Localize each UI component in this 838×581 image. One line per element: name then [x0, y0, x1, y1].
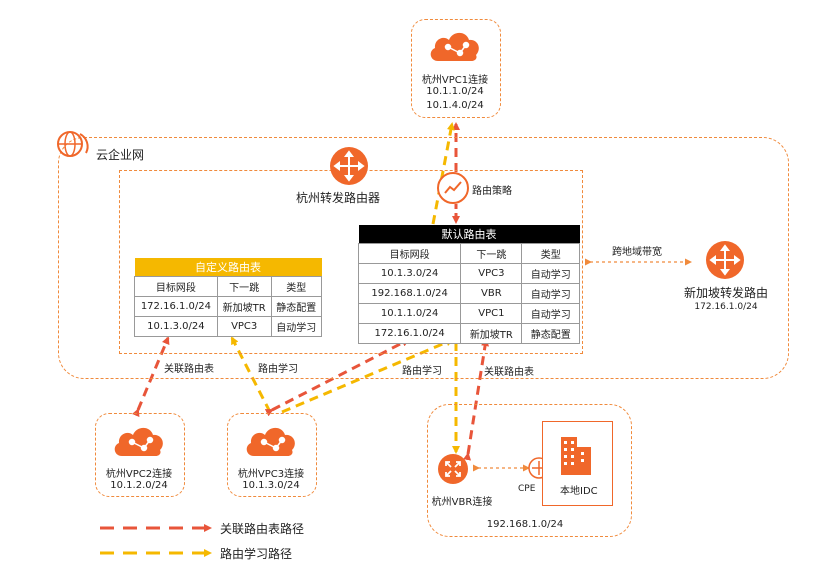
table-cell: 172.16.1.0/24	[357, 323, 462, 344]
learn-path-vpc1	[431, 122, 455, 225]
sg-tr-router-icon	[705, 240, 745, 284]
vpc1-name: 杭州VPC1连接	[421, 75, 489, 86]
vpc3-box	[227, 413, 317, 497]
table-cell: 自动学习	[521, 263, 580, 284]
legend-learn-label: 路由学习路径	[220, 547, 293, 561]
vpc3-cloud-icon	[242, 420, 300, 464]
default-route-table: 默认路由表 目标网段 下一跳 类型 10.1.3.0/24 VPC3 自动学习 …	[357, 225, 580, 344]
sg-tr-label: 新加坡转发路由	[683, 286, 769, 300]
table-row: 10.1.3.0/24 VPC3 自动学习	[134, 316, 323, 337]
table-row: 172.16.1.0/24 新加坡TR 静态配置	[357, 323, 580, 344]
cen-icon	[56, 129, 90, 163]
default-table-title: 默认路由表	[441, 228, 497, 241]
assoc-label-right: 关联路由表	[484, 367, 534, 378]
vbr-region	[427, 404, 632, 537]
cen-label: 云企业网	[96, 148, 145, 162]
vpc1-cloud-icon	[426, 25, 484, 69]
table-cell: 10.1.1.0/24	[357, 303, 462, 324]
default-header-next: 下一跳	[460, 243, 523, 264]
default-header-dest: 目标网段	[357, 243, 462, 264]
table-cell: 自动学习	[521, 303, 580, 324]
table-cell: 10.1.3.0/24	[134, 316, 218, 337]
table-cell: 静态配置	[270, 296, 323, 317]
building-icon	[557, 431, 593, 479]
learn-label-left: 路由学习	[258, 364, 298, 375]
learn-path-vpc3-default	[281, 338, 454, 414]
table-row: 172.16.1.0/24 新加坡TR 静态配置	[134, 296, 323, 317]
vpc2-cloud-icon	[110, 420, 168, 464]
table-cell: 自动学习	[270, 316, 323, 337]
table-cell: VPC3	[216, 316, 272, 337]
assoc-path-vpc2	[132, 336, 170, 418]
assoc-label-left: 关联路由表	[164, 364, 214, 375]
custom-header-type: 类型	[270, 276, 323, 297]
vbr-icon	[437, 453, 469, 489]
table-cell: VPC3	[460, 263, 523, 284]
table-cell: 172.16.1.0/24	[134, 296, 218, 317]
table-cell: 自动学习	[521, 283, 580, 304]
idc-label: 本地IDC	[560, 486, 598, 497]
vpc2-name: 杭州VPC2连接	[105, 469, 173, 480]
vpc2-cidr: 10.1.2.0/24	[110, 480, 168, 491]
table-row: 10.1.3.0/24 VPC3 自动学习	[357, 263, 580, 284]
vpc1-cidr1: 10.1.1.0/24	[426, 86, 484, 97]
legend-assoc-label: 关联路由表路径	[220, 522, 305, 536]
table-cell: 新加坡TR	[216, 296, 272, 317]
cen-boundary	[58, 137, 789, 379]
table-cell: 新加坡TR	[460, 323, 523, 344]
route-policy-icon	[437, 172, 469, 208]
custom-table-title: 自定义路由表	[195, 261, 261, 274]
learn-label-mid: 路由学习	[402, 366, 442, 377]
table-row: 192.168.1.0/24 VBR 自动学习	[357, 283, 580, 304]
hz-tr-router-icon	[329, 146, 369, 190]
hz-tr-label: 杭州转发路由器	[296, 191, 381, 205]
assoc-path-vpc3	[264, 338, 410, 417]
table-cell: VBR	[460, 283, 523, 304]
vpc1-cidr2: 10.1.4.0/24	[426, 100, 484, 111]
cpe-label: CPE	[518, 484, 536, 494]
vbr-cidr: 192.168.1.0/24	[486, 519, 564, 530]
table-cell: VPC1	[460, 303, 523, 324]
vpc3-name: 杭州VPC3连接	[237, 469, 305, 480]
route-policy-label: 路由策略	[472, 186, 512, 197]
custom-route-table: 自定义路由表 目标网段 下一跳 类型 172.16.1.0/24 新加坡TR 静…	[134, 258, 323, 337]
vpc2-box	[95, 413, 185, 497]
custom-header-dest: 目标网段	[134, 276, 218, 297]
table-cell: 192.168.1.0/24	[357, 283, 462, 304]
vpc3-cidr: 10.1.3.0/24	[242, 480, 300, 491]
assoc-path-vbr	[463, 338, 490, 461]
bandwidth-label: 跨地域带宽	[612, 247, 662, 258]
vbr-name: 杭州VBR连接	[431, 497, 493, 508]
table-row: 10.1.1.0/24 VPC1 自动学习	[357, 303, 580, 324]
custom-header-next: 下一跳	[216, 276, 272, 297]
table-cell: 10.1.3.0/24	[357, 263, 462, 284]
table-cell: 静态配置	[521, 323, 580, 344]
sg-tr-cidr: 172.16.1.0/24	[694, 302, 758, 312]
vpc1-box	[411, 19, 501, 118]
default-header-type: 类型	[521, 243, 580, 264]
